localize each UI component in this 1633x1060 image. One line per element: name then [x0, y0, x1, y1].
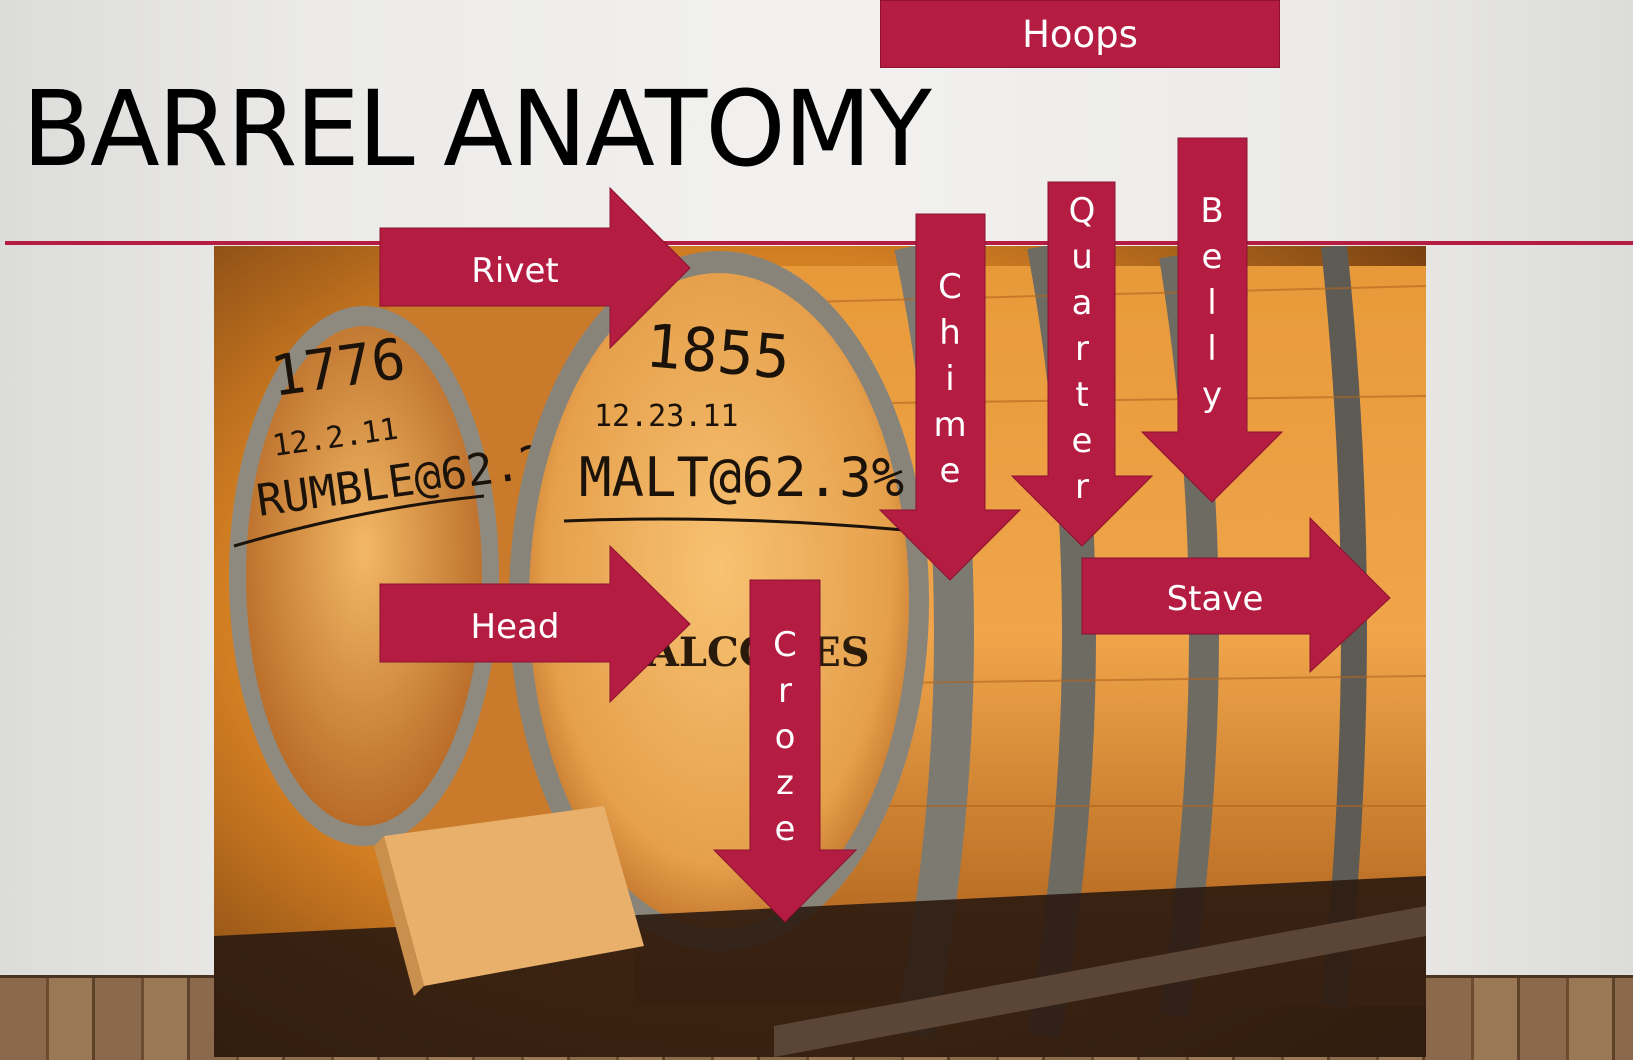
vertical-letter: r — [1075, 329, 1089, 369]
rivet-callout: Rivet — [380, 188, 690, 348]
vertical-letter: r — [778, 671, 792, 711]
head-callout: Head — [380, 546, 690, 702]
head-label: Head — [471, 607, 560, 647]
vertical-letter: Q — [1069, 191, 1096, 231]
vertical-letter: r — [1075, 467, 1089, 507]
hoops-label-box: Hoops — [880, 0, 1280, 68]
vertical-letter: C — [773, 625, 797, 665]
vertical-letter: i — [945, 359, 954, 399]
vertical-letter: h — [939, 313, 961, 353]
vertical-letter: t — [1075, 375, 1088, 415]
vertical-letter: e — [1072, 421, 1093, 461]
stave-callout: Stave — [1082, 518, 1390, 672]
vertical-letter: m — [933, 405, 966, 445]
vertical-letter: e — [1202, 237, 1223, 277]
hoops-label: Hoops — [1022, 13, 1138, 56]
rivet-label: Rivet — [471, 251, 558, 291]
vertical-letter: C — [938, 267, 962, 307]
vertical-letter: y — [1202, 375, 1222, 415]
vertical-letter: B — [1200, 191, 1223, 231]
stave-label: Stave — [1167, 579, 1264, 619]
vertical-letter: u — [1071, 237, 1093, 277]
vertical-letter: e — [940, 451, 961, 491]
vertical-letter: l — [1207, 283, 1216, 323]
vertical-letter: l — [1207, 329, 1216, 369]
vertical-letter: o — [775, 717, 796, 757]
vertical-letter: e — [775, 809, 796, 849]
vertical-letter: z — [776, 763, 794, 803]
vertical-letter: a — [1072, 283, 1093, 323]
